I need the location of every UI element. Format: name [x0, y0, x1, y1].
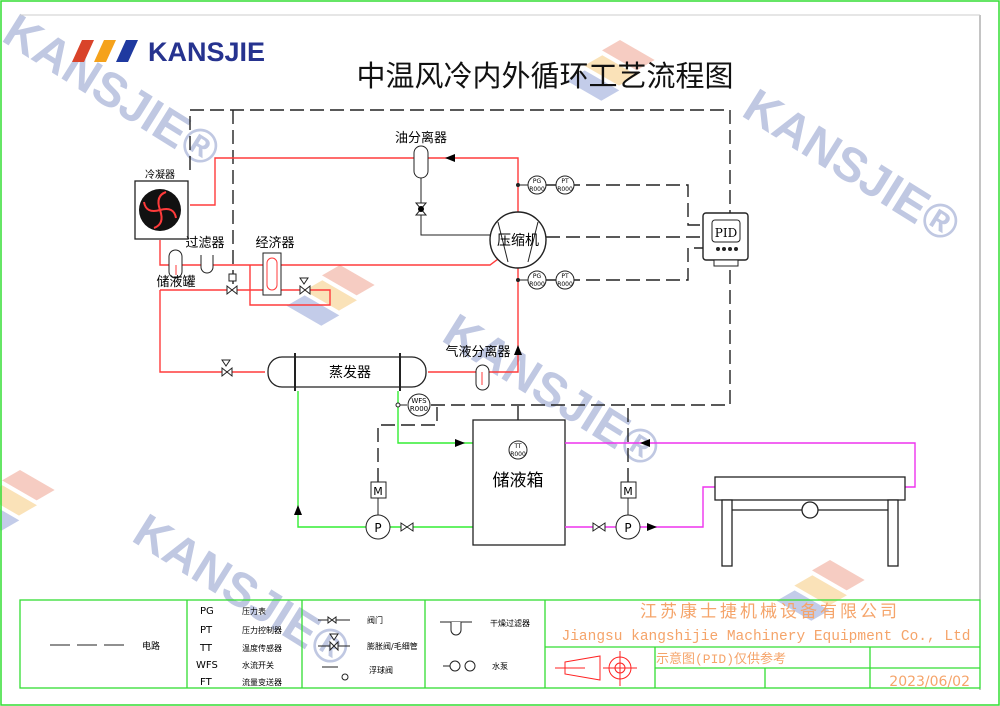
label: 电路: [142, 640, 160, 652]
label: 阀门: [367, 615, 383, 625]
label: P: [624, 521, 631, 535]
label: R000: [529, 281, 545, 288]
label: WFS: [196, 660, 218, 671]
condenser: 冷凝器: [134, 168, 189, 240]
legend-equipment: 干燥过滤器 水泵: [440, 618, 530, 672]
logo-text: KANSJIE: [148, 37, 265, 67]
flow-arrow-icon: [294, 505, 302, 515]
flow-arrow-icon: [445, 154, 455, 162]
legend-valves: 阀门 膨胀阀/毛细管 浮球阀: [318, 615, 418, 681]
label: 气液分离器: [445, 344, 510, 360]
label: 油分离器: [395, 130, 447, 146]
watermark-text: KANSJIE®: [734, 79, 969, 253]
pump-left: M P: [365, 481, 414, 540]
economizer: 经济器: [255, 236, 295, 296]
label: TT: [513, 443, 522, 450]
label: PID: [715, 226, 737, 240]
process-line: [565, 442, 916, 528]
label: PT: [561, 178, 569, 185]
valves: [221, 273, 311, 378]
flow-arrow-icon: [640, 439, 650, 447]
label: 压缩机: [497, 233, 539, 249]
oil-separator: 油分离器: [395, 130, 497, 236]
label: TT: [199, 643, 213, 654]
label: PT: [200, 625, 213, 636]
water-tank: TT R000 储液箱: [472, 419, 566, 546]
watermark: KANSJIE® KANSJIE® KANSJIE® KANSJIE®: [0, 4, 969, 678]
label: PG: [533, 178, 542, 185]
projection-symbol-icon: [555, 651, 637, 686]
label: 压力表: [242, 606, 266, 616]
watermark-text: KANSJIE®: [0, 4, 229, 178]
label: 储液罐: [156, 275, 195, 290]
company-logo: KANSJIE: [72, 37, 265, 67]
disclaimer-note: 示意图(PID)仅供参考: [656, 651, 786, 667]
label: R000: [557, 281, 573, 288]
evaporator: 蒸发器: [267, 353, 427, 391]
title-block: 江苏康士捷机械设备有限公司 Jiangsu kangshijie Machine…: [555, 602, 970, 690]
flow-arrow-icon: [514, 345, 522, 355]
label: PG: [200, 606, 214, 617]
label: M: [623, 485, 633, 498]
label: 干燥过滤器: [490, 618, 530, 628]
compressor: 压缩机: [489, 211, 547, 269]
flow-arrow-icon: [647, 523, 657, 531]
label: 水流开关: [242, 660, 274, 670]
company-name-cn: 江苏康士捷机械设备有限公司: [640, 602, 900, 622]
flow-arrow-icon: [455, 439, 465, 447]
legend-abbreviations: PG 压力表 PT 压力控制器 TT 温度传感器 WFS 水流开关 FT 流量变送器: [196, 606, 282, 688]
drawing-date: 2023/06/02: [889, 674, 970, 690]
label: 过滤器: [185, 236, 224, 251]
electrical-circuit: [189, 109, 731, 482]
label: R000: [557, 186, 573, 193]
gas-liquid-separator: 气液分离器: [445, 344, 511, 391]
label: PT: [561, 273, 569, 280]
label: 储液箱: [493, 471, 544, 491]
label: PG: [533, 273, 542, 280]
label: 压力控制器: [242, 625, 282, 635]
label: 浮球阀: [369, 665, 393, 675]
label: R000: [529, 186, 545, 193]
diagram-title: 中温风冷内外循环工艺流程图: [356, 59, 733, 93]
company-name-en: Jiangsu kangshijie Machinery Equipment C…: [562, 629, 971, 645]
process-vessel: [714, 476, 906, 567]
water-line: [297, 391, 473, 528]
label: 蒸发器: [329, 365, 371, 381]
label: 冷凝器: [145, 168, 175, 181]
label: R000: [510, 451, 526, 458]
label: FT: [200, 677, 213, 688]
label: 膨胀阀/毛细管: [367, 641, 418, 651]
label: WFS: [411, 397, 427, 405]
legend-circuit: 电路: [50, 640, 160, 652]
label: M: [373, 485, 383, 498]
label: 温度传感器: [242, 643, 282, 653]
label: 流量变送器: [242, 677, 282, 687]
liquid-receiver: 储液罐: [156, 249, 196, 290]
label: P: [374, 521, 381, 535]
label: R000: [410, 405, 428, 413]
label: 经济器: [255, 236, 294, 251]
pump-right: M P: [592, 481, 641, 540]
legend-table: [19, 599, 981, 689]
filter: 过滤器: [185, 236, 225, 274]
label: 水泵: [492, 661, 508, 671]
pid-controller: PID: [702, 212, 749, 267]
